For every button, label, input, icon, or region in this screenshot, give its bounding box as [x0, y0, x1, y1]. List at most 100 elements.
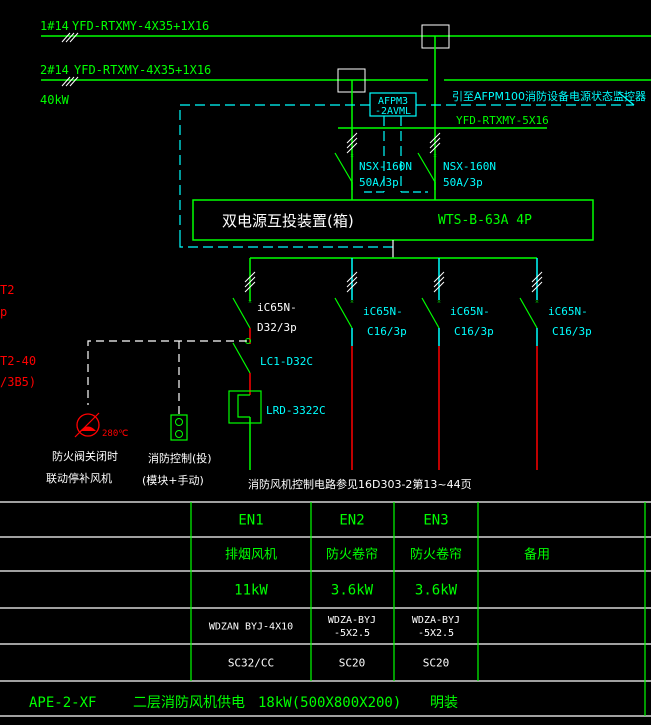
- table-cell-usage: 防火卷帘: [326, 547, 378, 563]
- outgoing-3-model: iC65N-: [450, 305, 490, 318]
- left-partial-labels: T2 p T2-40 /3B5): [0, 283, 36, 389]
- panel-footer: APE-2-XF 二层消防风机供电 18kW(500X800X200) 明装: [29, 695, 458, 711]
- feeder-1-cable: YFD-RTXMY-4X35+1X16: [72, 19, 209, 33]
- monitor-module-line1: AFPM3: [378, 96, 408, 107]
- outgoing-circuit-4[interactable]: ×iC65N-C16/3p: [519, 258, 592, 470]
- control-station-icon: [170, 414, 188, 441]
- contactor-switch-icon: [232, 342, 251, 374]
- left-partial-1: T2: [0, 283, 14, 297]
- table-cell-circuit: EN3: [423, 513, 448, 529]
- outgoing-1-model: iC65N-: [257, 301, 297, 314]
- table-cell-conduit: SC32/CC: [228, 656, 274, 669]
- outgoing-1-contactor: LC1-D32C: [260, 355, 313, 368]
- outgoing-circuit-3[interactable]: × iC65N- C16/3p: [421, 258, 494, 470]
- outgoing-2-model: iC65N-: [363, 305, 403, 318]
- left-partial-2: p: [0, 305, 7, 319]
- breaker-contact-icon: ×: [248, 298, 252, 306]
- feeder-2-id: 2#14: [40, 63, 69, 77]
- control-label-1: 消防控制(投): [148, 451, 212, 465]
- outgoing-circuit-2[interactable]: ×iC65N-C16/3p: [334, 258, 407, 470]
- breaker-switch-icon: [334, 297, 353, 329]
- breaker-switch-icon: [519, 297, 538, 329]
- reference-note: 消防风机控制电路参见16D303-2第13~44页: [248, 477, 472, 491]
- arrow-icon: [617, 91, 635, 106]
- fire-damper-icon: [76, 413, 100, 437]
- breaker-switch-icon: [334, 152, 353, 183]
- control-label-2: (模块+手动): [142, 473, 204, 487]
- feeder-2-cable: YFD-RTXMY-4X35+1X16: [74, 63, 211, 77]
- table-cell-circuit: EN2: [339, 513, 364, 529]
- panel-description: 二层消防风机供电: [133, 695, 245, 711]
- breaker-switch-icon: [232, 297, 251, 329]
- outgoing-2-rating: C16/3p: [367, 325, 407, 338]
- outgoing-3-rating: C16/3p: [454, 325, 494, 338]
- monitor-bus-dashed-bottom: [179, 240, 395, 248]
- monitor-module-line2: -2AVML: [375, 106, 411, 117]
- circuit-table: EN1 EN2 EN3 排烟风机 防火卷帘 防火卷帘 备用 11kW 3.6kW 3.6kW WDZ…: [0, 501, 651, 717]
- panel-mounting: 明装: [430, 695, 458, 711]
- table-cell-circuit: EN1: [238, 513, 263, 529]
- table-cell-cable: WDZAN BYJ-4X10: [209, 622, 293, 633]
- cable-tick-icon: [61, 32, 79, 43]
- table-cell-conduit: SC20: [423, 656, 450, 669]
- breaker-switch-icon: [417, 152, 436, 183]
- panel-spec: 18kW(500X800X200): [258, 695, 401, 711]
- table-cell-power: 3.6kW: [331, 583, 374, 599]
- left-partial-3: T2-40: [0, 354, 36, 368]
- thermal-relay-icon: [228, 390, 262, 424]
- feeder-2: 2#14 YFD-RTXMY-4X35+1X16: [40, 63, 651, 87]
- breaker-switch-icon: [421, 297, 440, 329]
- monitor-module: AFPM3 -2AVML: [360, 92, 428, 193]
- incoming-breaker-2-model: NSX-160N: [443, 160, 496, 173]
- ats-label: 双电源互投装置(箱): [222, 212, 354, 230]
- cable-tick-icon: [346, 271, 358, 293]
- table-cell-cable: -5X2.5: [418, 628, 454, 639]
- cable-tick-icon: [346, 132, 358, 154]
- table-cell-conduit: SC20: [339, 656, 366, 669]
- load-label: 40kW: [40, 93, 70, 107]
- breaker-contact-icon: ×: [350, 152, 354, 160]
- fire-damper-fill: [80, 426, 96, 431]
- cable-tick-icon: [244, 271, 256, 293]
- cable-tick-icon: [433, 271, 445, 293]
- incoming-breaker-1-rating: 50A/3p: [359, 176, 399, 189]
- incoming-breaker-1: × NSX-160N 50A/3p: [334, 132, 412, 200]
- button-icon: [175, 418, 183, 426]
- button-icon: [175, 430, 183, 438]
- table-cell-power: 3.6kW: [415, 583, 458, 599]
- cable-tick-icon: [61, 76, 79, 87]
- breaker-contact-icon: ×: [437, 298, 441, 306]
- fire-damper: 280℃ 防火阀关闭时 联动停补风机: [46, 412, 128, 485]
- table-cell-cable: -5X2.5: [334, 628, 370, 639]
- table-cell-cable: WDZA-BYJ: [328, 615, 376, 626]
- outgoing-1-relay: LRD-3322C: [266, 404, 326, 417]
- outgoing-circuit-1[interactable]: × iC65N- D32/3p LC1-D32C LRD-3322C: [228, 258, 326, 470]
- cable-tick-icon: [531, 271, 543, 293]
- monitor-note: 引至AFPM100消防设备电源状态监控器: [452, 89, 646, 103]
- left-partial-4: /3B5): [0, 375, 36, 389]
- feeder-1-id: 1#14: [40, 19, 69, 33]
- table-cell-usage: 排烟风机: [225, 548, 277, 563]
- ats-model: WTS-B-63A 4P: [438, 213, 532, 228]
- thermal-relay-element-icon: [237, 394, 250, 418]
- damper-temp: 280℃: [102, 429, 128, 439]
- table-cell-cable: WDZA-BYJ: [412, 615, 460, 626]
- feeder-1: 1#14 YFD-RTXMY-4X35+1X16: [40, 19, 651, 43]
- monitor-bus-dashed-left: [179, 104, 370, 240]
- table-cell-usage: 备用: [524, 547, 550, 563]
- table-cell-power: 11kW: [234, 583, 268, 599]
- ats-box[interactable]: 双电源互投装置(箱) WTS-B-63A 4P: [192, 199, 594, 241]
- fire-control-station: 消防控制(投) (模块+手动): [142, 414, 212, 487]
- monitor-cable: YFD-RTXMY-5X16: [456, 114, 549, 127]
- incoming-breaker-2-rating: 50A/3p: [443, 176, 483, 189]
- cable-tick-icon: [429, 132, 441, 154]
- incoming-breaker-2: × NSX-160N 50A/3p: [417, 132, 496, 200]
- table-cell-usage: 防火卷帘: [410, 547, 462, 563]
- outgoing-4-rating: C16/3p: [552, 325, 592, 338]
- damper-label-2: 联动停补风机: [46, 471, 112, 485]
- outgoing-4-model: iC65N-: [548, 305, 588, 318]
- outgoing-1-rating: D32/3p: [257, 321, 297, 334]
- control-dashed-link-damper: [87, 340, 247, 405]
